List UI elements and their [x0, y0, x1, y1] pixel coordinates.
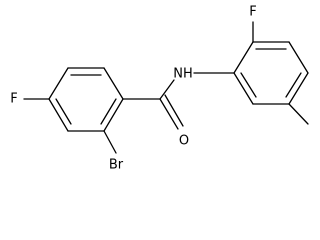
- ring-bond: [288, 72, 309, 105]
- structure-canvas: F Br O NH F: [10, 5, 309, 173]
- amine-nh-label: NH: [173, 67, 193, 82]
- oxygen-label: O: [179, 134, 189, 149]
- c-n-bond: [159, 79, 175, 100]
- fluorine-label-left: F: [10, 92, 17, 107]
- ring-double-bond: [55, 98, 72, 125]
- ring-bond: [233, 72, 254, 105]
- ring-double-bond: [240, 72, 257, 98]
- c-br-bond: [103, 130, 117, 154]
- ring-bond: [103, 67, 124, 100]
- fluorine-label-right: F: [249, 5, 256, 20]
- ring-bond: [48, 67, 69, 100]
- right-benzene-ring: [233, 41, 309, 105]
- methyl-bond: [288, 103, 309, 125]
- ring-double-bond: [100, 98, 117, 125]
- ring-bond: [233, 41, 254, 74]
- ring-bond: [288, 41, 309, 74]
- c-o-double-bond: [164, 94, 184, 127]
- left-benzene-ring: [48, 67, 124, 132]
- ring-bond: [103, 98, 124, 132]
- ring-bond: [48, 98, 69, 132]
- chemical-structure-diagram: F Br O NH F: [10, 5, 309, 173]
- ring-double-bond: [285, 72, 302, 98]
- c-o-double-bond: [159, 98, 179, 130]
- bromine-label: Br: [109, 158, 124, 173]
